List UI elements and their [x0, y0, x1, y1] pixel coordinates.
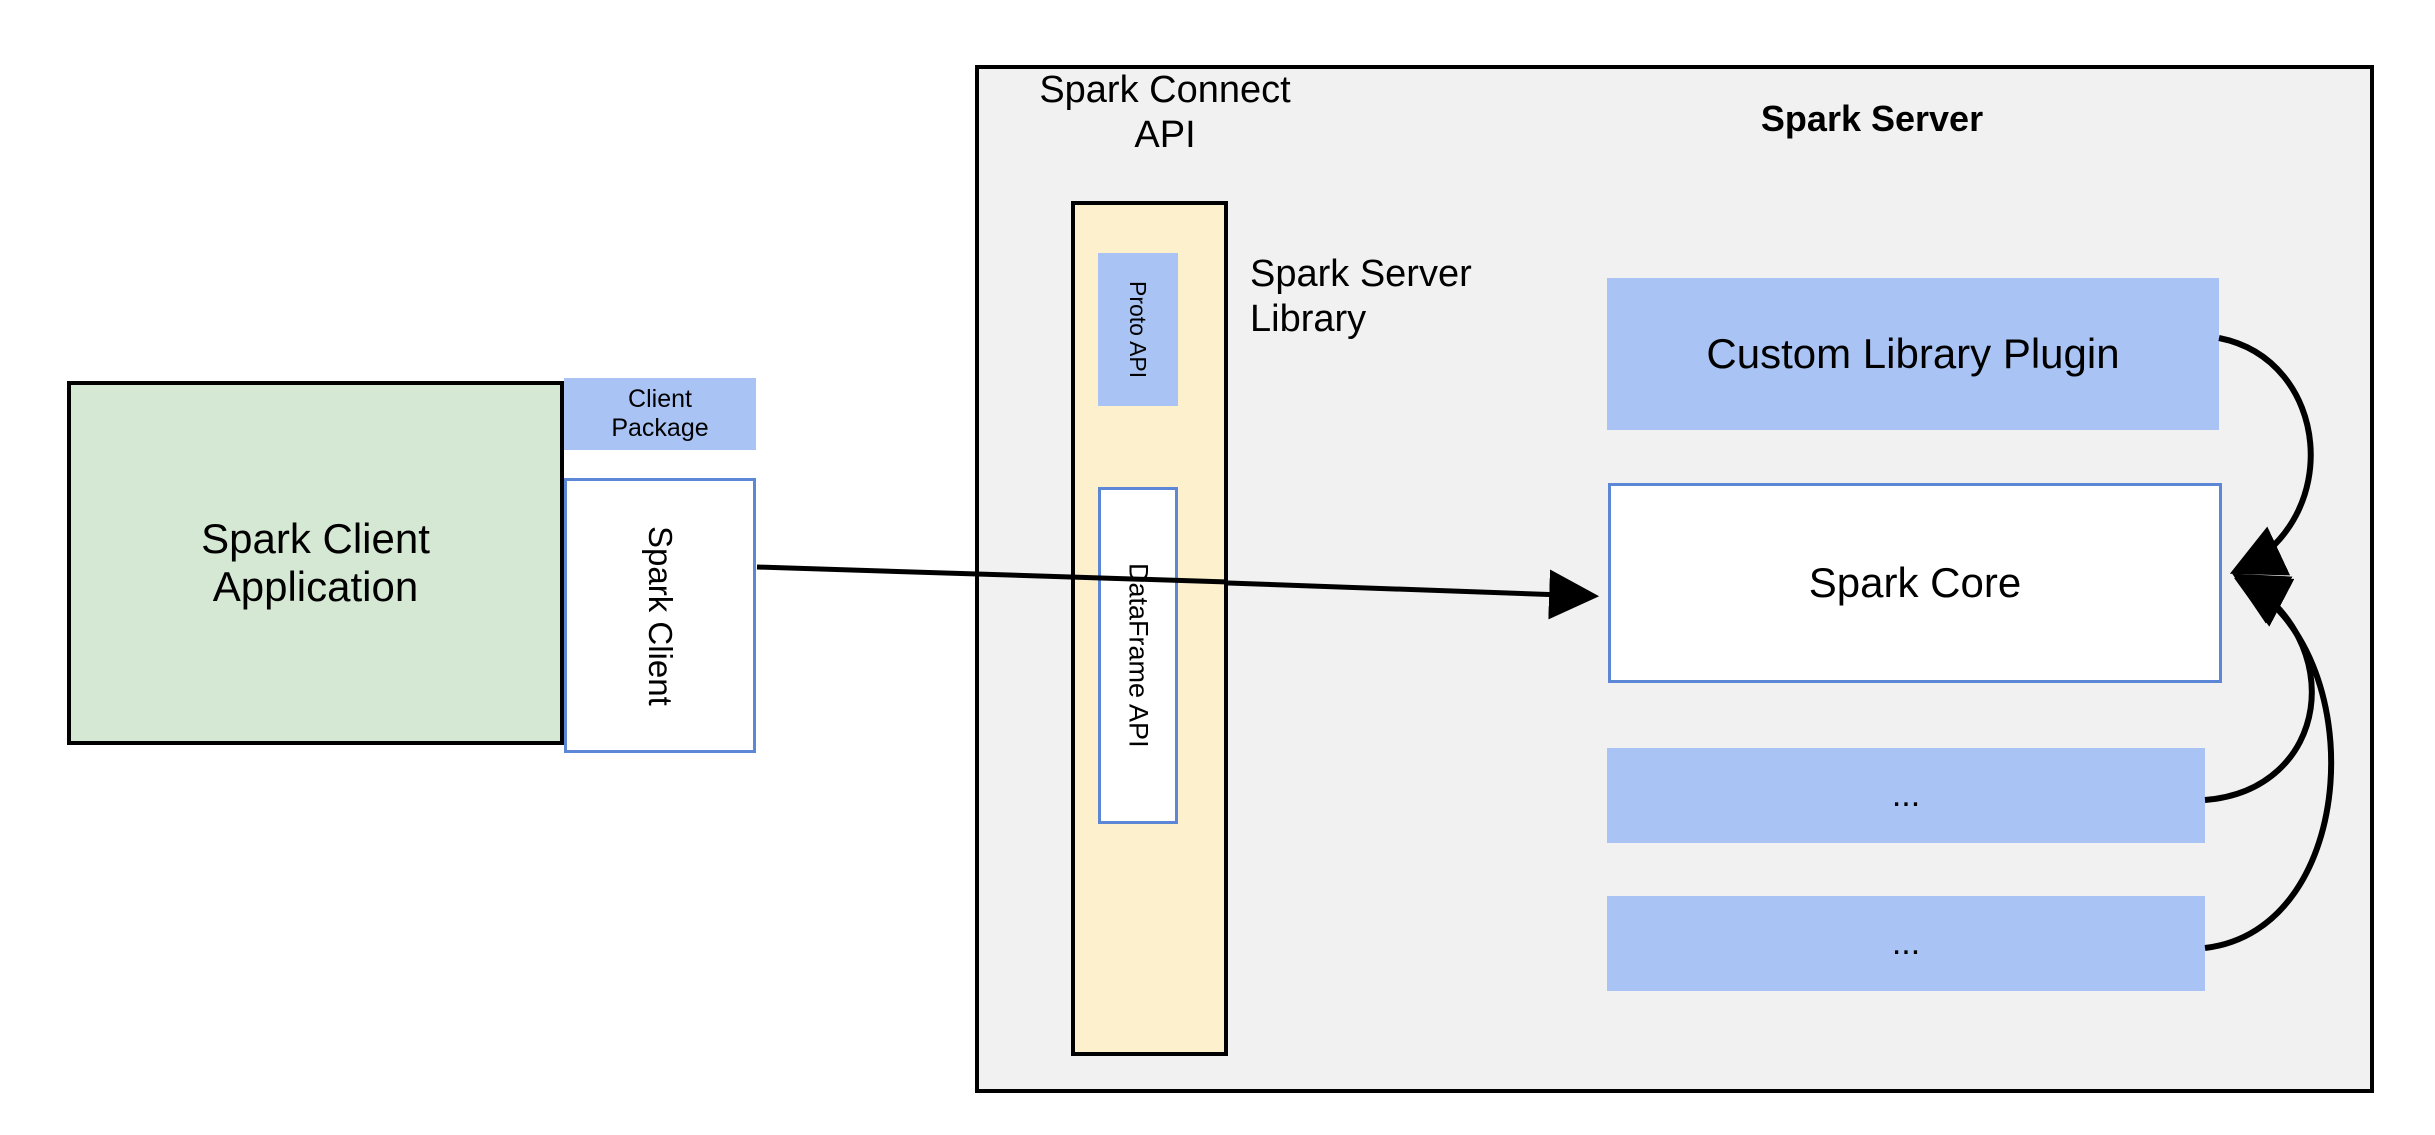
spark-client-application-box[interactable]: Spark Client Application	[67, 381, 564, 745]
client-package-box[interactable]: Client Package	[564, 378, 756, 450]
spark-client-label: Spark Client	[641, 525, 679, 706]
server-block-ellipsis-1[interactable]: ...	[1607, 748, 2205, 843]
spark-server-library-label: Spark Server Library	[1250, 253, 1472, 340]
custom-library-plugin-box[interactable]: Custom Library Plugin	[1607, 278, 2219, 430]
custom-library-plugin-label: Custom Library Plugin	[1706, 329, 2120, 377]
ellipsis-1-label: ...	[1891, 775, 1921, 814]
spark-client-box[interactable]: Spark Client	[564, 478, 756, 753]
dataframe-api-label: DataFrame API	[1123, 563, 1154, 748]
spark-connect-api-label: Spark Connect API	[1039, 69, 1291, 156]
spark-server-title: Spark Server	[1760, 98, 1984, 139]
client-package-label: Client Package	[611, 385, 709, 442]
spark-core-label: Spark Core	[1808, 558, 2022, 606]
server-block-ellipsis-2[interactable]: ...	[1607, 896, 2205, 991]
dataframe-api-box[interactable]: DataFrame API	[1098, 487, 1178, 824]
ellipsis-2-label: ...	[1891, 923, 1921, 962]
proto-api-box[interactable]: Proto API	[1098, 253, 1178, 406]
spark-core-box[interactable]: Spark Core	[1608, 483, 2222, 683]
spark-client-application-label: Spark Client Application	[201, 514, 430, 610]
proto-api-label: Proto API	[1125, 280, 1152, 379]
